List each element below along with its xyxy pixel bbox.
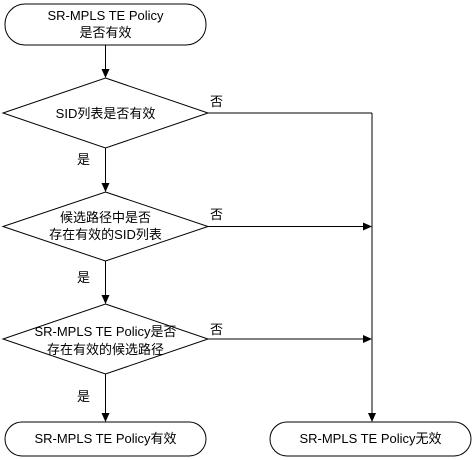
arrowhead [101, 413, 110, 422]
decision1-label: SID列表是否有效 [56, 106, 156, 121]
arrowhead [368, 413, 376, 422]
decision-policy-has-valid-candidate-path [1, 303, 210, 375]
decision2-label-line2: 存在有效的SID列表 [49, 227, 162, 242]
start-label-line2: 是否有效 [79, 25, 131, 40]
decision3-yes-label: 是 [77, 389, 90, 404]
decision3-label-line2: 存在有效的候选路径 [47, 342, 164, 357]
arrowhead [363, 335, 372, 343]
arrowhead [101, 295, 110, 304]
decision1-yes-label: 是 [77, 152, 90, 167]
decision3-no-label: 否 [210, 322, 223, 337]
end-invalid-label: SR-MPLS TE Policy无效 [299, 431, 441, 446]
end-invalid-terminator [269, 421, 472, 457]
arrowhead [101, 183, 110, 192]
start-label-line1: SR-MPLS TE Policy [47, 8, 164, 23]
end-valid-terminator [4, 421, 207, 457]
end-valid-label: SR-MPLS TE Policy有效 [34, 431, 176, 446]
decision3-label-line1: SR-MPLS TE Policy是否 [34, 324, 176, 339]
decision2-no-label: 否 [210, 207, 223, 222]
decision2-label-line1: 候选路径中是否 [60, 210, 151, 225]
arrowhead [363, 222, 372, 231]
decision2-yes-label: 是 [77, 270, 90, 285]
arrowhead [101, 69, 110, 78]
decision1-no-label: 否 [210, 94, 223, 109]
